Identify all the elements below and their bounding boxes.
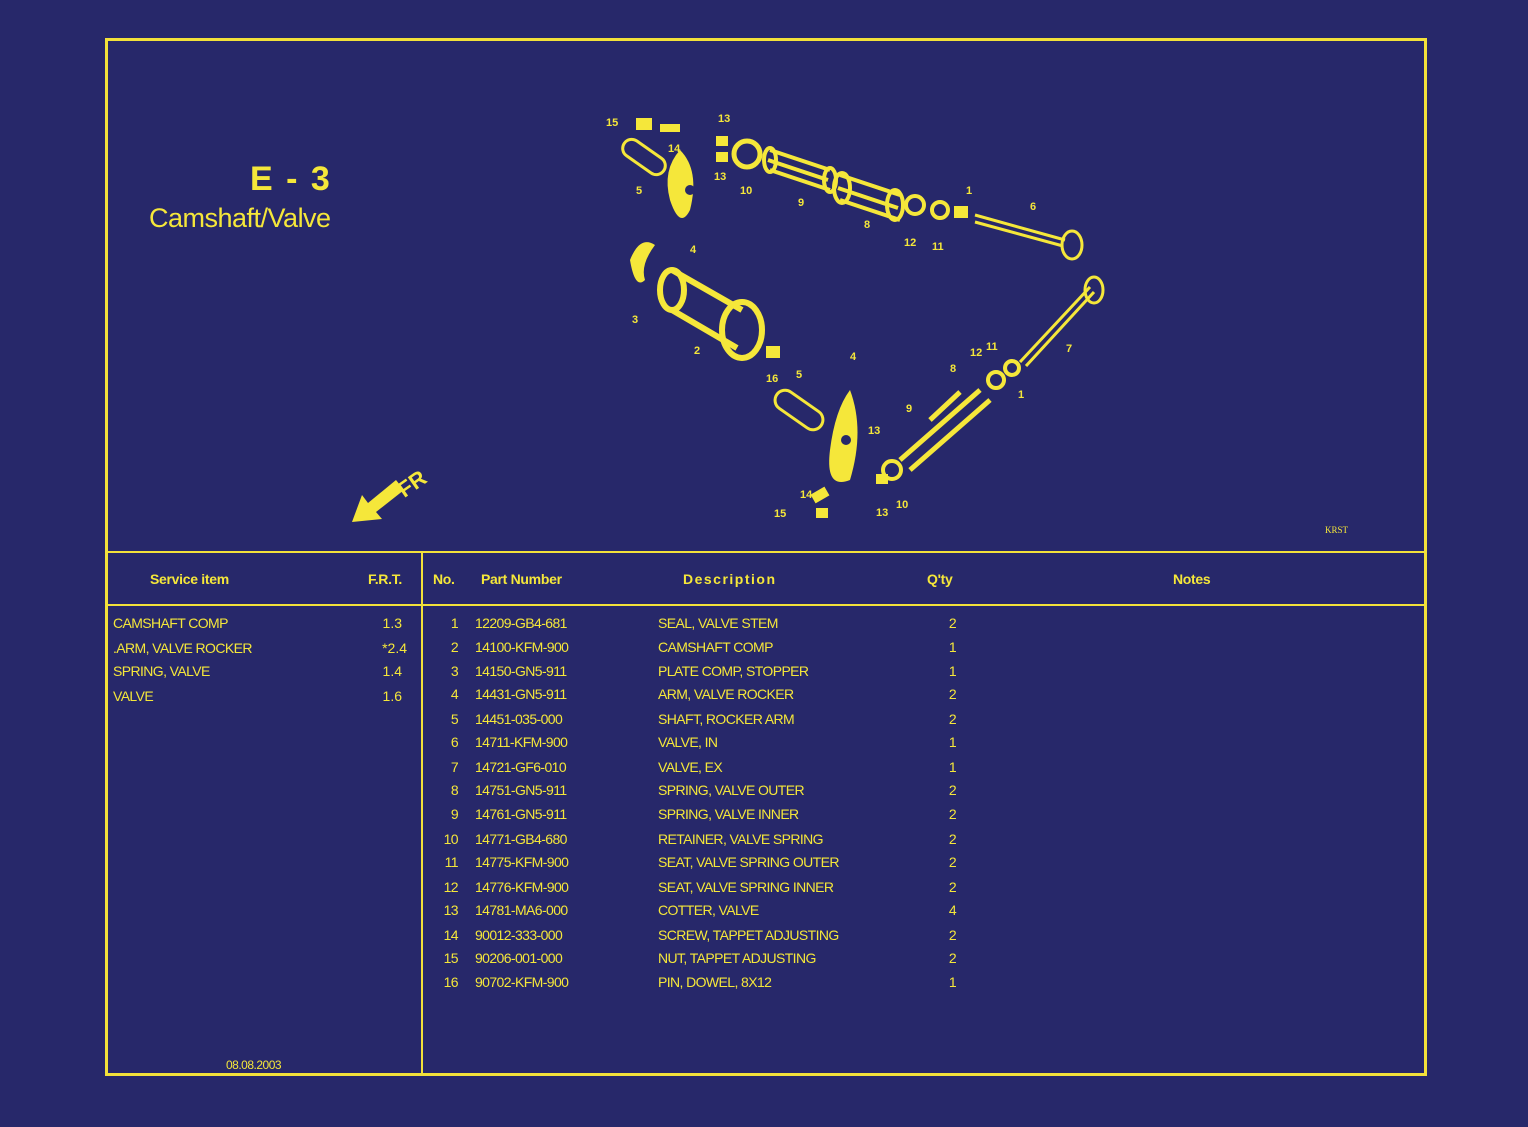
direction-label: FR (393, 465, 431, 502)
svg-text:12: 12 (904, 237, 916, 249)
svg-text:8: 8 (864, 219, 870, 231)
valve-spring-lower (898, 388, 992, 472)
svg-text:6: 6 (1030, 201, 1036, 213)
front-direction-arrow-icon (352, 480, 404, 522)
service-item: SPRING, VALVE (113, 663, 210, 679)
section-title: Camshaft/Valve (149, 203, 331, 233)
stopper-plate (630, 242, 655, 283)
svg-text:5: 5 (796, 369, 802, 381)
section-code: E - 3 (250, 160, 332, 198)
description-header: Description (683, 571, 777, 587)
service-frt: 1.6 (382, 688, 402, 704)
qty-header: Q'ty (927, 571, 953, 587)
service-frt: 1.3 (382, 615, 402, 631)
svg-text:8: 8 (950, 363, 956, 375)
svg-text:9: 9 (906, 403, 912, 415)
svg-text:1: 1 (966, 185, 972, 197)
svg-text:3: 3 (632, 314, 638, 326)
valve-spring-upper (762, 146, 838, 194)
svg-text:1: 1 (1018, 389, 1024, 401)
page-frame (105, 38, 1427, 1076)
svg-text:10: 10 (896, 499, 908, 511)
service-item: CAMSHAFT COMP (113, 615, 228, 631)
rocker-arm-upper (667, 150, 695, 218)
svg-text:13: 13 (718, 113, 730, 125)
intake-valve (974, 213, 1084, 261)
exploded-parts-diagram: FR (352, 113, 1105, 522)
part-number-header: Part Number (481, 571, 562, 587)
svg-text:5: 5 (636, 185, 642, 197)
svg-text:11: 11 (986, 341, 998, 353)
rocker-shaft-lower (773, 388, 825, 432)
exhaust-valve (1018, 275, 1105, 368)
svg-text:7: 7 (1066, 343, 1072, 355)
diagram-table-divider (105, 551, 1427, 553)
service-item: .ARM, VALVE ROCKER (113, 640, 252, 656)
document-date: 08.08.2003 (226, 1058, 282, 1072)
svg-text:2: 2 (694, 345, 700, 357)
svg-text:15: 15 (606, 117, 618, 129)
service-item-header: Service item (150, 571, 229, 587)
svg-text:14: 14 (800, 489, 813, 501)
svg-text:11: 11 (932, 241, 944, 253)
svg-text:9: 9 (798, 197, 804, 209)
svg-text:4: 4 (690, 244, 697, 256)
drawing-code: KRST (1325, 525, 1349, 535)
svg-text:13: 13 (714, 171, 726, 183)
svg-text:13: 13 (868, 425, 880, 437)
service-frt: 1.4 (382, 663, 402, 679)
rocker-arm-lower (829, 390, 858, 482)
diagram-callouts: 15 14 13 13 10 5 4 9 8 12 11 1 6 3 2 16 … (606, 113, 1072, 520)
service-frt: *2.4 (382, 640, 407, 656)
svg-text:15: 15 (774, 508, 786, 520)
no-header: No. (433, 571, 455, 587)
svg-text:10: 10 (740, 185, 752, 197)
notes-header: Notes (1173, 571, 1211, 587)
frt-header: F.R.T. (368, 571, 402, 587)
svg-text:4: 4 (850, 351, 857, 363)
service-parts-divider (421, 551, 423, 1076)
valve-spring-outer-upper (832, 171, 905, 222)
svg-text:12: 12 (970, 347, 982, 359)
camshaft (657, 267, 765, 361)
svg-text:14: 14 (668, 143, 681, 155)
svg-text:13: 13 (876, 507, 888, 519)
rocker-shaft-upper (621, 137, 667, 177)
service-item: VALVE (113, 688, 154, 704)
svg-text:16: 16 (766, 373, 778, 385)
table-header-divider (105, 604, 1427, 606)
